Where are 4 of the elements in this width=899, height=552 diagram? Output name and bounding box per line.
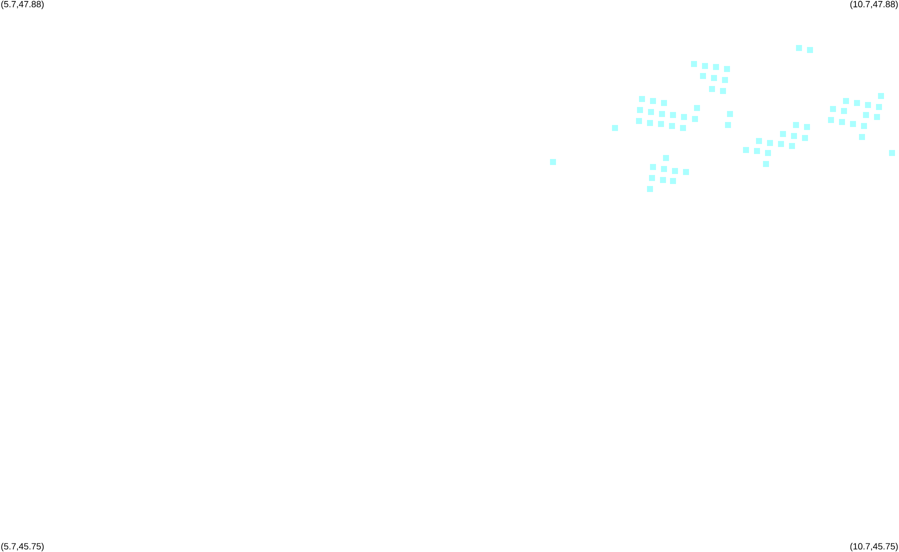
coordinate-label: (5.7,45.75): [1, 542, 44, 552]
coordinate-label: (5.7,47.88): [1, 0, 44, 10]
coordinate-label: (10.7,47.88): [850, 0, 898, 10]
coordinate-label: (10.7,45.75): [850, 542, 898, 552]
